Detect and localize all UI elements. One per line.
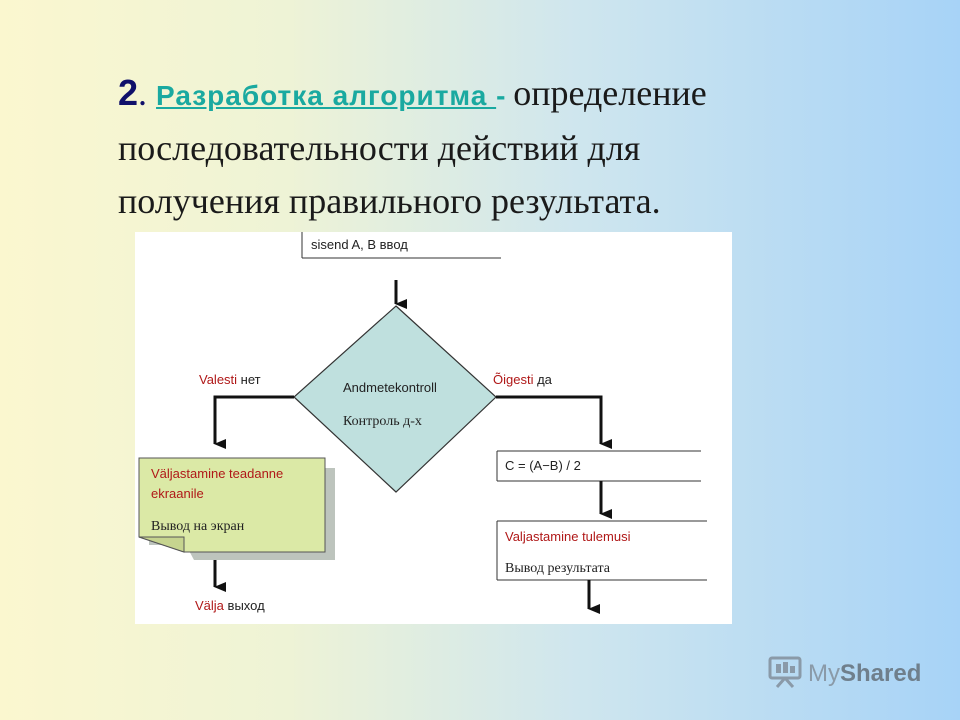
screen-output-line2: ekraanile <box>151 486 204 501</box>
heading-dash: - <box>496 80 514 111</box>
slide-heading: 2. Разработка алгоритма - определение по… <box>118 66 838 228</box>
heading-dot: . <box>138 73 157 113</box>
heading-line3: получения правильного результата. <box>118 181 661 221</box>
decision-label-ru: Контроль д-х <box>343 414 422 429</box>
heading-line2: последовательности действий для <box>118 128 641 168</box>
input-block: sisend A, B ввод <box>301 232 501 259</box>
true-branch-line <box>496 395 612 449</box>
myshared-logo: MyShared <box>768 656 921 692</box>
decision-diamond: Andmetekontroll Контроль д-х <box>293 305 497 493</box>
true-branch-label: Õigesti да <box>493 372 553 387</box>
decision-label-en: Andmetekontroll <box>343 380 437 395</box>
input-label: sisend A, B ввод <box>311 237 408 252</box>
flowchart-diagram: sisend A, B ввод Andmetekontroll Контрол… <box>135 232 732 624</box>
formula-text: C = (A−B) / 2 <box>505 458 581 473</box>
heading-number: 2 <box>118 72 139 113</box>
logo-text: MyShared <box>808 660 922 687</box>
result-output-en: Valjastamine tulemusi <box>505 529 631 544</box>
screen-output-line1: Väljastamine teadanne <box>151 466 283 481</box>
result-output-ru: Вывод результата <box>505 561 611 576</box>
exit-label: Välja выход <box>195 598 265 613</box>
heading-line1: определение <box>513 73 707 113</box>
formula-block: C = (A−B) / 2 <box>496 450 701 482</box>
false-branch-label: Valesti нет <box>199 372 261 387</box>
screen-output-ru: Вывод на экран <box>151 519 245 534</box>
false-branch-line <box>213 395 294 449</box>
result-output-block: Valjastamine tulemusi Вывод результата <box>496 520 707 581</box>
presentation-icon <box>768 656 802 693</box>
screen-output-block: Väljastamine teadanne ekraanile Вывод на… <box>138 457 335 560</box>
algorithm-link[interactable]: Разработка алгоритма <box>156 80 497 111</box>
